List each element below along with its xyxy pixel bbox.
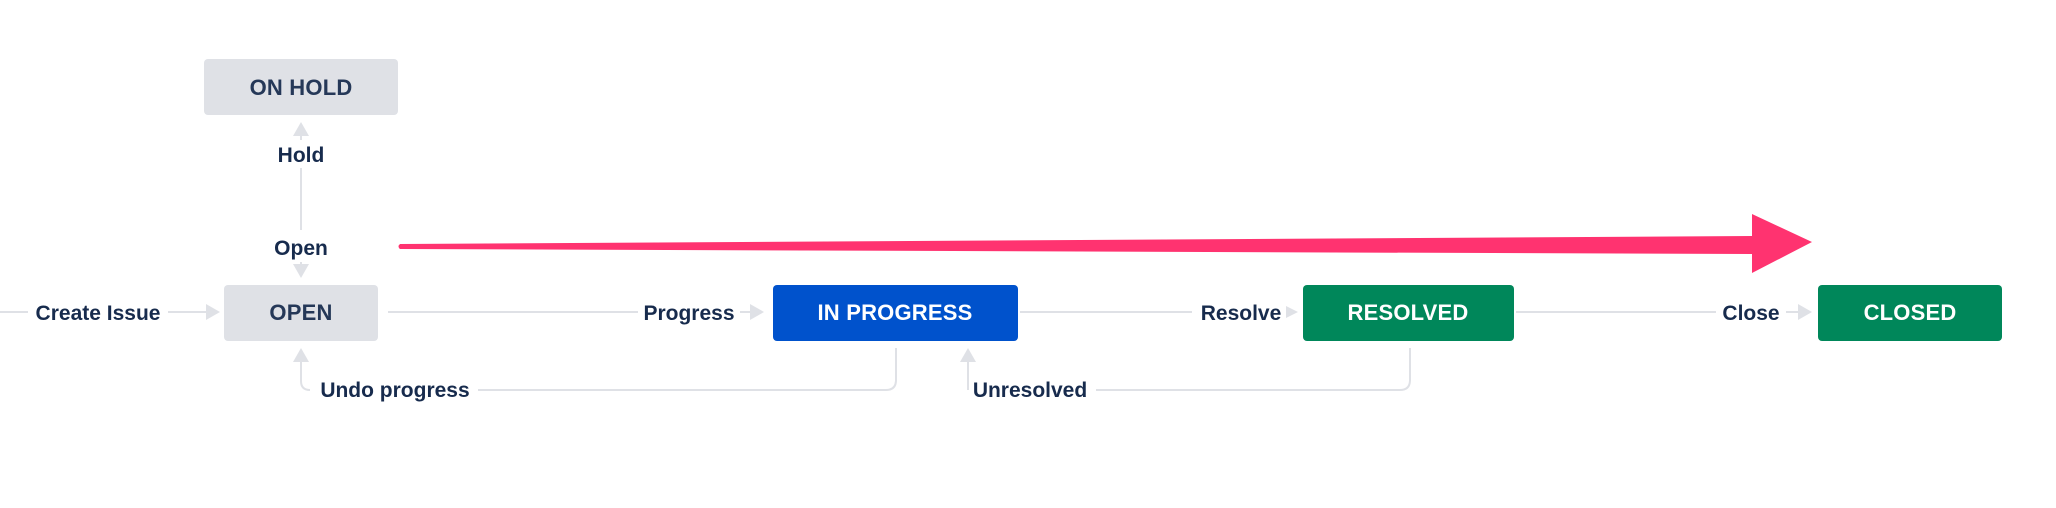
status-label: IN PROGRESS [817,300,972,325]
status-box [773,285,1018,341]
transition-label-unresolved: Unresolved [973,379,1087,402]
edge-undo-progress [293,348,897,391]
edge-create-issue [0,304,220,320]
edge-resolve [1020,306,1298,318]
status-label: CLOSED [1864,300,1957,325]
edge-unresolved [960,348,1411,391]
edge-line [300,362,311,391]
status-box [1818,285,2002,341]
transition-label-open: Open [274,237,328,260]
annotation-arrow-icon [398,214,1812,273]
arrowhead-icon [1798,304,1812,320]
arrowhead-up-icon [293,348,309,362]
transition-label-create-issue: Create Issue [36,302,161,325]
annotation-arrow-shape [398,214,1812,273]
transition-label-progress: Progress [643,302,734,325]
arrowhead-icon [206,304,220,320]
status-open[interactable]: OPEN [224,285,378,341]
arrowhead-up-icon [960,348,976,362]
transition-label-resolve: Resolve [1201,302,1282,325]
status-closed[interactable]: CLOSED [1818,285,2002,341]
transition-label-undo-progress: Undo progress [320,379,469,402]
edge-hold-open [293,122,309,278]
status-label: OPEN [269,300,332,325]
status-label: RESOLVED [1348,300,1469,325]
arrowhead-icon [750,304,764,320]
status-box [204,59,398,115]
arrowhead-icon [1286,306,1298,318]
status-on-hold[interactable]: ON HOLD [204,59,398,115]
transition-label-close: Close [1722,302,1779,325]
arrowhead-down-icon [293,264,309,278]
status-resolved[interactable]: RESOLVED [1303,285,1514,341]
edge-progress [388,304,764,320]
status-box [224,285,378,341]
edge-close [1516,304,1812,320]
edge-line [478,348,897,391]
status-label: ON HOLD [250,75,353,100]
status-in-progress[interactable]: IN PROGRESS [773,285,1018,341]
arrowhead-up-icon [293,122,309,136]
status-box [1303,285,1514,341]
transition-label-hold: Hold [278,144,325,167]
edge-line [1096,348,1411,391]
